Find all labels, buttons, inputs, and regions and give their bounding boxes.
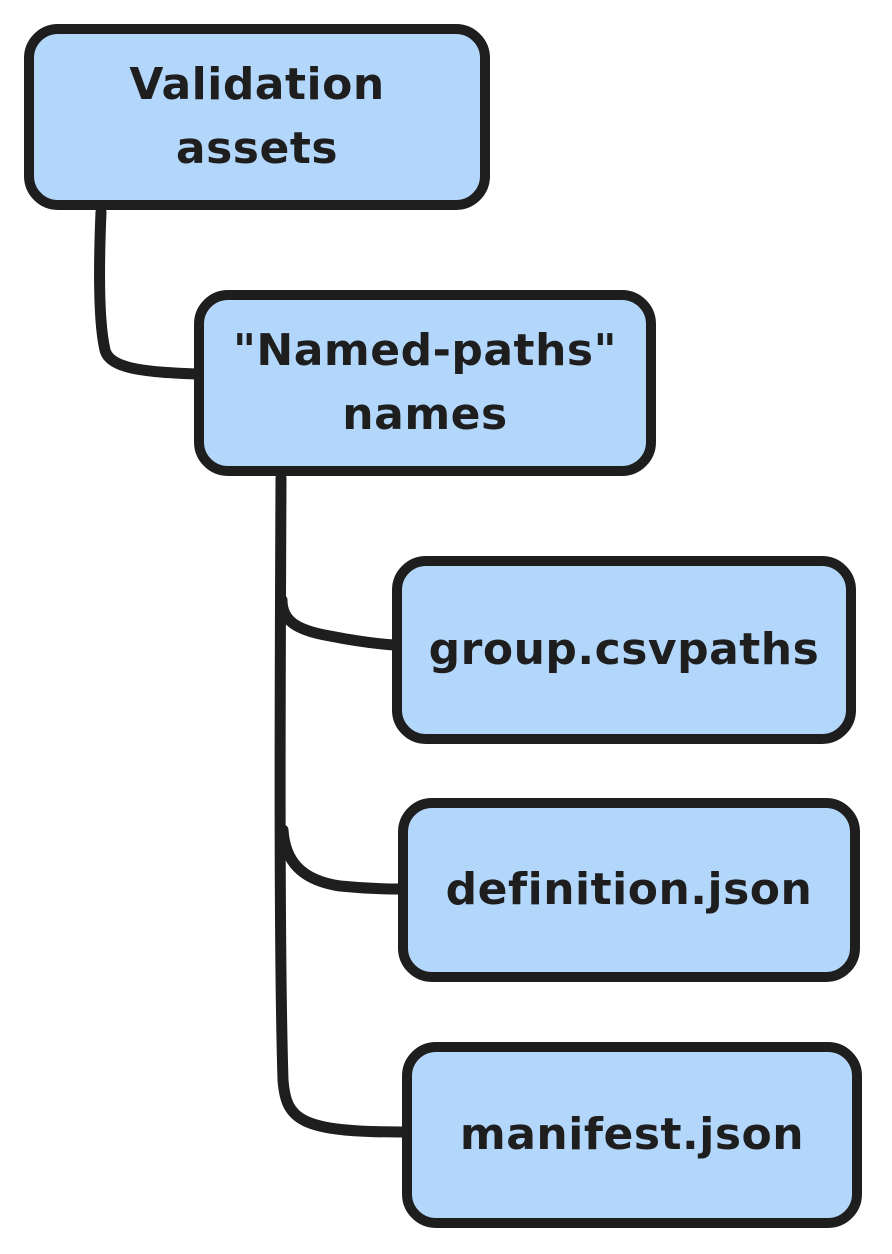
node-validation-assets: Validation assets [24,24,490,210]
node-definition-json: definition.json [398,798,860,982]
node-group-csvpaths-label: group.csvpaths [428,624,820,675]
connector-root-to-named-paths [94,206,202,380]
node-manifest-json: manifest.json [402,1042,862,1228]
node-manifest-json-label: manifest.json [459,1109,805,1160]
node-named-paths-line2: names [342,389,508,440]
node-named-paths-line1: "Named-paths" [232,325,618,376]
connector-trunk [274,472,408,1138]
node-validation-assets-line1: Validation [129,59,385,110]
connector-to-group-csvpaths [276,594,400,651]
node-validation-assets-line2: assets [175,123,339,174]
node-group-csvpaths: group.csvpaths [392,556,856,744]
connector-to-definition-json [277,824,406,895]
node-named-paths-names: "Named-paths" names [194,290,656,476]
node-definition-json-label: definition.json [445,864,813,915]
